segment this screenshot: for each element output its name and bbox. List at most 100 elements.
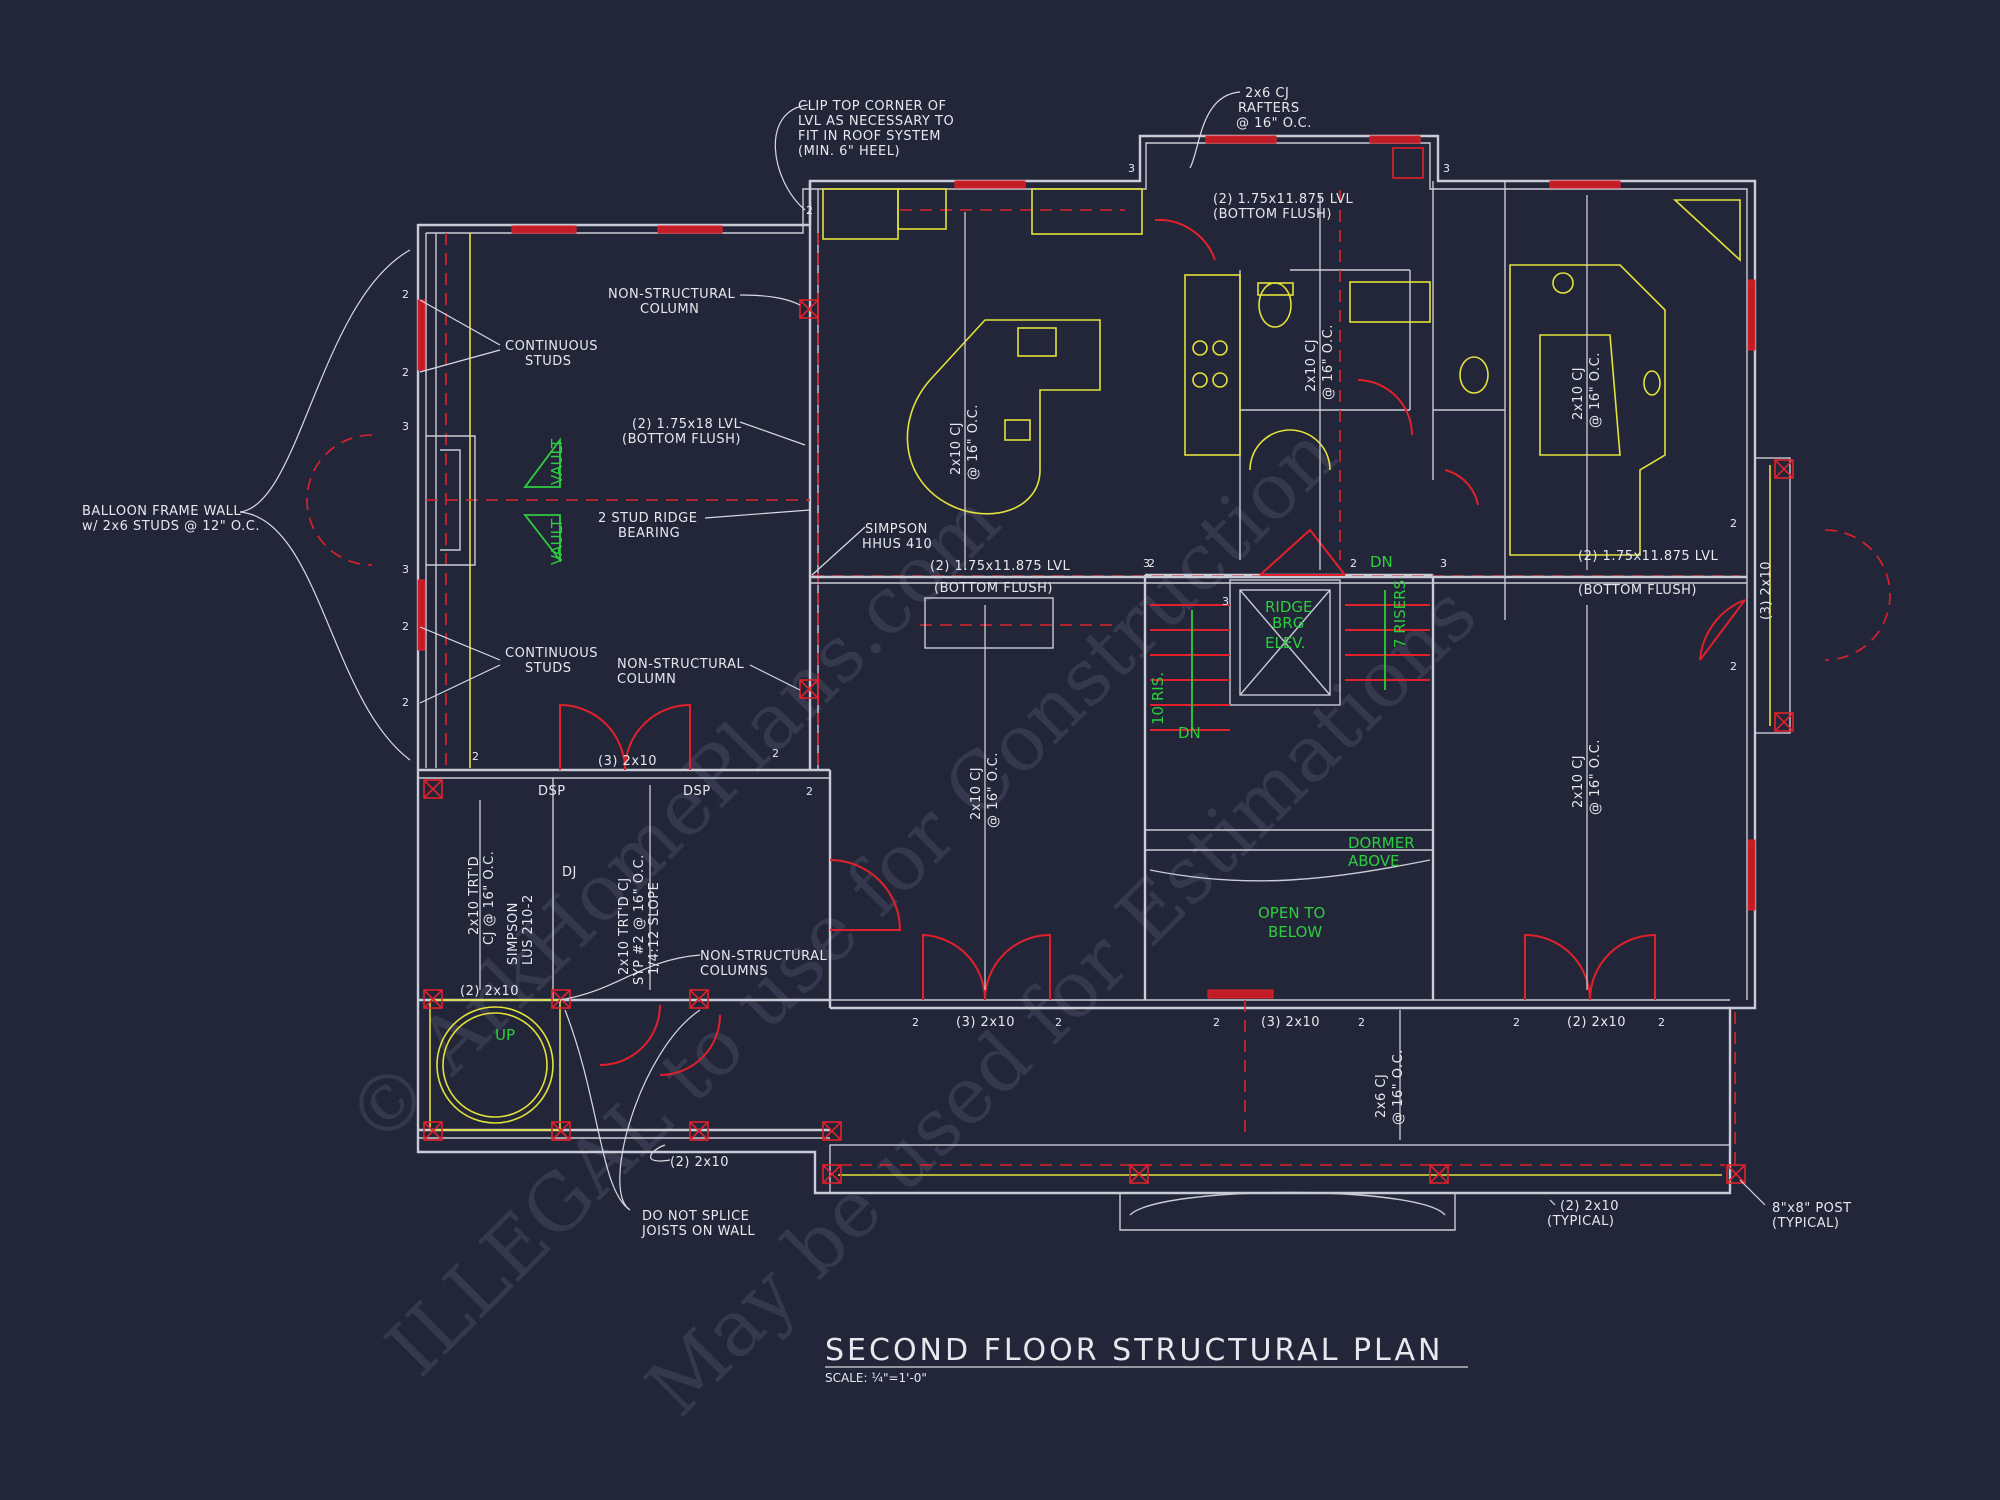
structural-beams (426, 190, 1747, 1166)
note-nonstruct-col-b-line-1: NON-STRUCTURAL (617, 657, 745, 672)
note-cj-kitchen-line-2: @ 16" O.C. (966, 404, 981, 480)
note-cont-studs-a-line-1: CONTINUOUS (505, 339, 598, 354)
note-lvl-mid-line-1: (2) 1.75x11.875 LVL (930, 559, 1071, 574)
title-block: SECOND FLOOR STRUCTURAL PLAN SCALE: ¼"=1… (825, 1333, 1468, 1385)
ridge-brg-line-2: BRG (1272, 614, 1304, 632)
note-simpson-hhus-line-2: HHUS 410 (862, 537, 932, 552)
note-rafters-line-2: RAFTERS (1238, 101, 1300, 116)
note-balloon-frame-line-2: w/ 2x6 STUDS @ 12" O.C. (82, 519, 260, 534)
stud-count: 3 (1443, 162, 1450, 175)
note-do-not-splice-line-2: JOISTS ON WALL (641, 1224, 755, 1239)
note-hdr-3-2x10-b: (3) 2x10 (956, 1015, 1015, 1030)
green-annotations: VAULT VAULT DN 7 RISERS 10 RIS. DN RIDGE… (495, 438, 1415, 1044)
note-clip-line-4: (MIN. 6" HEEL) (798, 144, 900, 159)
note-cj-right-bot-line-2: @ 16" O.C. (1588, 739, 1603, 815)
note-cont-studs-b-line-2: STUDS (525, 661, 571, 676)
vault-label-b: VAULT (548, 518, 566, 565)
note-balloon-frame-line-1: BALLOON FRAME WALL (82, 504, 241, 519)
open-to-below-line-2: BELOW (1268, 923, 1322, 941)
stud-counts: 2 2 3 3 2 2 2 2 2 3 3 3 3 2 3 2 2 2 2 2 … (402, 162, 1737, 1029)
stud-count: 2 (1730, 517, 1737, 530)
stud-count: 2 (1358, 1016, 1365, 1029)
stud-count: 2 (806, 785, 813, 798)
stud-count: 3 (1222, 595, 1229, 608)
drawing-scale: SCALE: ¼"=1'-0" (825, 1371, 927, 1385)
leader-lines (239, 91, 1766, 1211)
stud-count: 3 (1143, 557, 1150, 570)
stud-count: 2 (402, 696, 409, 709)
stud-count: 3 (1128, 162, 1135, 175)
note-cj-porch-line-2: @ 16" O.C. (1391, 1049, 1406, 1125)
note-dj: DJ (562, 865, 577, 880)
note-hdr-2-2x10-a: (2) 2x10 (460, 984, 519, 999)
stud-count: 2 (1513, 1016, 1520, 1029)
note-do-not-splice-line-1: DO NOT SPLICE (642, 1209, 749, 1224)
risers-7-label: 7 RISERS (1391, 580, 1409, 648)
note-cj-center-line-1: 2x10 CJ (969, 767, 984, 820)
note-cj-bath-line-1: 2x10 CJ (1304, 339, 1319, 392)
note-ridge-bearing-line-2: BEARING (618, 526, 680, 541)
note-simpson-lus-line-2: LUS 210-2 (521, 894, 536, 965)
note-cj-kitchen-line-1: 2x10 CJ (949, 422, 964, 475)
note-hdr-3-2x10-side: (3) 2x10 (1759, 561, 1774, 620)
stud-count: 2 (402, 288, 409, 301)
stud-count: 2 (806, 204, 813, 217)
doors (306, 218, 1891, 1076)
note-cj-trtd-syp-line-2: SYP #2 @ 16" O.C. (632, 854, 647, 985)
note-nonstruct-col-a-line-1: NON-STRUCTURAL (608, 287, 736, 302)
note-lvl-1-line-2: (BOTTOM FLUSH) (622, 432, 741, 447)
note-cj-right-bot-line-1: 2x10 CJ (1571, 755, 1586, 808)
note-lvl-right-line-1: (2) 1.75x11.875 LVL (1578, 549, 1719, 564)
stair-up-label: UP (495, 1026, 515, 1044)
dn-label-bottom: DN (1178, 724, 1201, 742)
risers-10-label: 10 RIS. (1149, 672, 1167, 725)
note-cj-trtd-syp-line-3: 1/4:12 SLOPE (647, 882, 662, 975)
stud-count: 3 (1440, 557, 1447, 570)
stud-count: 2 (402, 620, 409, 633)
note-hdr-3-2x10-a: (3) 2x10 (598, 754, 657, 769)
note-nonstruct-col-a-line-2: COLUMN (640, 302, 699, 317)
note-nonstruct-cols-line-1: NON-STRUCTURAL (700, 949, 828, 964)
note-simpson-hhus-line-1: SIMPSON (865, 522, 928, 537)
note-cj-trtd-syp-line-1: 2x10 TRT'D CJ (617, 877, 632, 975)
stud-count: 2 (912, 1016, 919, 1029)
note-ridge-bearing-line-1: 2 STUD RIDGE (598, 511, 697, 526)
note-lvl-right-line-2: (BOTTOM FLUSH) (1578, 583, 1697, 598)
note-cj-porch-line-1: 2x6 CJ (1374, 1074, 1389, 1118)
note-cont-studs-a-line-2: STUDS (525, 354, 571, 369)
note-hdr-3-2x10-c: (3) 2x10 (1261, 1015, 1320, 1030)
note-dsp-b: DSP (683, 784, 711, 799)
note-cont-studs-b-line-1: CONTINUOUS (505, 646, 598, 661)
ridge-brg-line-1: RIDGE (1265, 598, 1313, 616)
note-nonstruct-cols-line-2: COLUMNS (700, 964, 768, 979)
note-nonstruct-col-b-line-2: COLUMN (617, 672, 676, 687)
elevator-label: ELEV. (1265, 634, 1305, 652)
note-clip-line-2: LVL AS NECESSARY TO (798, 114, 954, 129)
note-post-line-1: 8"x8" POST (1772, 1201, 1852, 1216)
stud-count: 2 (1350, 557, 1357, 570)
note-hdr-2-2x10-typ-line-2: (TYPICAL) (1547, 1214, 1614, 1229)
dormer-line-2: ABOVE (1348, 852, 1400, 870)
note-lvl-mid-line-2: (BOTTOM FLUSH) (934, 581, 1053, 596)
note-hdr-2-2x10-b: (2) 2x10 (670, 1155, 729, 1170)
stud-count: 2 (1055, 1016, 1062, 1029)
note-lvl-top-line-2: (BOTTOM FLUSH) (1213, 207, 1332, 222)
stud-count: 2 (402, 366, 409, 379)
fixtures (426, 188, 1741, 1131)
note-cj-center-line-2: @ 16" O.C. (986, 752, 1001, 828)
stud-count: 2 (1148, 557, 1155, 570)
note-dsp-a: DSP (538, 784, 566, 799)
posts (423, 147, 1794, 1184)
note-cj-right-top-line-1: 2x10 CJ (1571, 367, 1586, 420)
note-simpson-lus-line-1: SIMPSON (506, 902, 521, 965)
note-cj-trtd-line-2: CJ @ 16" O.C. (482, 851, 497, 945)
open-to-below-line-1: OPEN TO (1258, 904, 1325, 922)
vault-label-a: VAULT (548, 438, 566, 485)
windows (417, 135, 1756, 999)
dormer-line-1: DORMER (1348, 834, 1415, 852)
note-cj-trtd-line-1: 2x10 TRT'D (467, 856, 482, 935)
note-clip-line-3: FIT IN ROOF SYSTEM (798, 129, 941, 144)
dn-label-top: DN (1370, 553, 1393, 571)
note-hdr-2-2x10-c: (2) 2x10 (1567, 1015, 1626, 1030)
